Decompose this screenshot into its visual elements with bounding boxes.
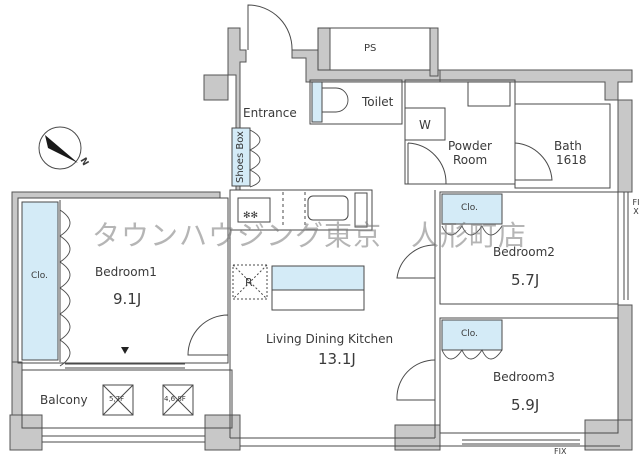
closet-bedroom2	[441, 193, 503, 225]
wall-balcony-bottom-left	[9, 414, 43, 451]
wall-entrance-right	[291, 27, 441, 83]
bedroom1-area: 9.1J	[113, 290, 142, 308]
shoes-box-label: Shoes Box	[235, 131, 246, 183]
washer-label: W	[419, 118, 431, 132]
wall-ps	[429, 27, 439, 77]
closet-bedroom1	[21, 201, 59, 361]
closet-bedroom3	[441, 319, 503, 351]
bedroom1-label: Bedroom1	[95, 265, 157, 279]
bedroom3-area: 5.9J	[511, 396, 540, 414]
ps-label: PS	[364, 43, 377, 54]
closet-bedroom3-label: Clo.	[461, 329, 478, 339]
bottom-window-fix-label: FIX	[554, 447, 567, 456]
ldk-label: Living Dining Kitchen	[266, 332, 394, 346]
wall-top-right	[439, 69, 633, 101]
balcony-hatch-2-label: 4,6,8F	[164, 395, 186, 403]
wall-right	[617, 99, 633, 193]
bedroom2-label: Bedroom2	[493, 245, 555, 259]
toilet-label: Toilet	[362, 95, 394, 109]
right-window-fix-label: FIX	[632, 198, 640, 216]
entrance-label: Entrance	[243, 106, 297, 120]
balcony-hatch-1-label: 5,7F	[109, 395, 125, 403]
north-arrow-icon	[45, 135, 78, 163]
balcony-label: Balcony	[40, 393, 88, 407]
shoes-box-fill	[231, 127, 251, 187]
svg-text:✻✻: ✻✻	[243, 211, 258, 221]
wall-balcony-right	[204, 414, 241, 451]
powder-room-label-2: Room	[453, 153, 488, 167]
ldk-area: 13.1J	[318, 350, 356, 368]
bedroom2-area: 5.7J	[511, 271, 540, 289]
counter-blue	[271, 265, 365, 291]
powder-room-label-1: Powder	[448, 139, 492, 153]
closet-bedroom2-label: Clo.	[461, 203, 478, 213]
refrigerator-label: R	[245, 276, 253, 289]
wall-bottom-right	[584, 419, 633, 451]
bath-size-label: 1618	[556, 153, 587, 167]
bedroom3-label: Bedroom3	[493, 370, 555, 384]
closet-bedroom1-label: Clo.	[31, 271, 48, 281]
toilet-tank	[311, 81, 323, 123]
bath-label: Bath	[554, 139, 582, 153]
